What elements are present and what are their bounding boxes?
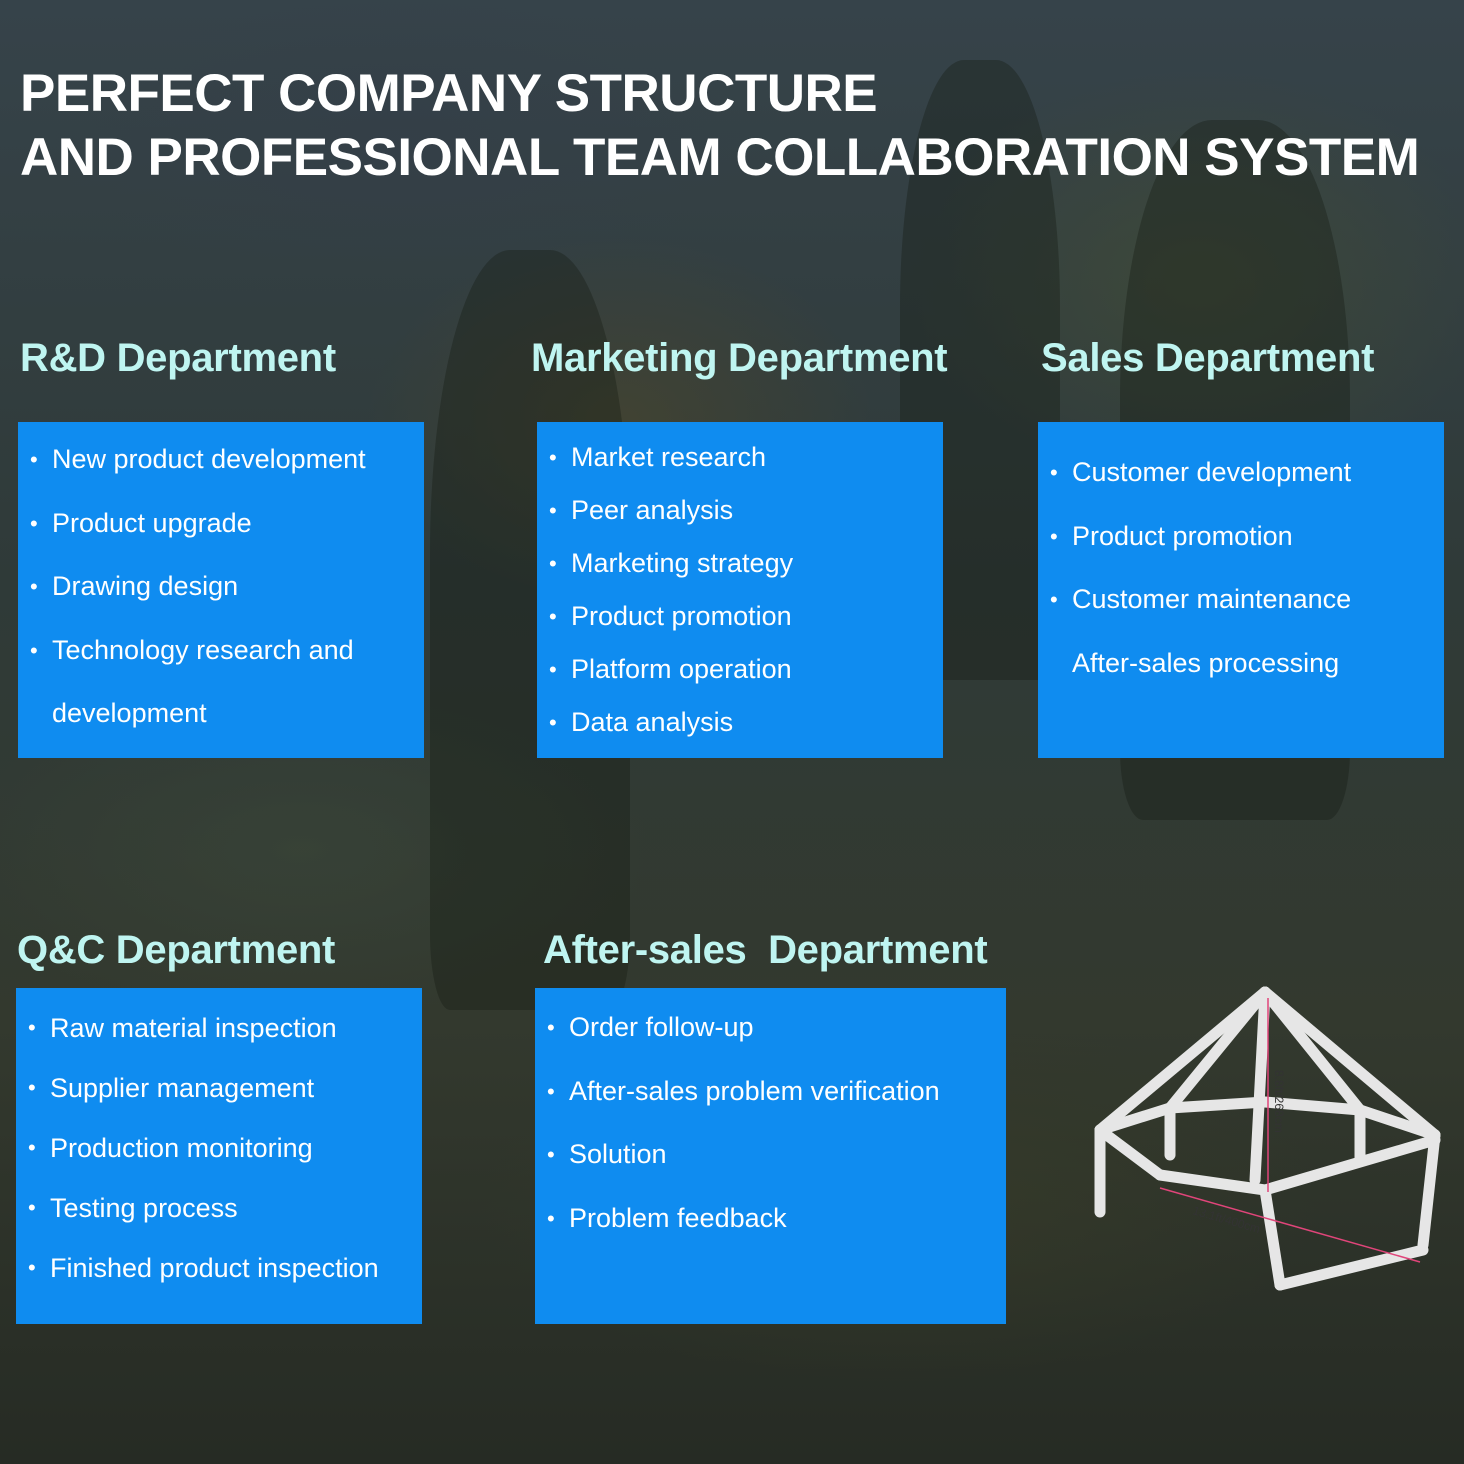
page-title-line-2: AND PROFESSIONAL TEAM COLLABORATION SYST… bbox=[20, 128, 1420, 187]
aftersales-task-list: Order follow-up After-sales problem veri… bbox=[535, 996, 1006, 1250]
list-item: After-sales processing bbox=[1072, 647, 1340, 678]
list-item: Product promotion bbox=[1038, 505, 1444, 569]
rd-department-title: R&D Department bbox=[20, 336, 336, 380]
sales-department-box: Customer development Product promotion C… bbox=[1038, 422, 1444, 758]
list-item: Raw material inspection bbox=[16, 998, 422, 1058]
sales-department-title: Sales Department bbox=[1041, 336, 1375, 380]
list-item: Customer maintenance bbox=[1038, 568, 1444, 632]
marketing-task-list: Market research Peer analysis Marketing … bbox=[537, 431, 943, 749]
list-item: After-sales problem verification bbox=[535, 1060, 1006, 1124]
page-title: PERFECT COMPANY STRUCTURE AND PROFESSION… bbox=[20, 62, 1420, 190]
list-item: Customer development bbox=[1038, 441, 1444, 505]
width-dimension-label: 13.1ft/400cm bbox=[1191, 1203, 1262, 1236]
list-item: Platform operation bbox=[537, 643, 943, 696]
qc-task-list: Raw material inspection Supplier managem… bbox=[16, 998, 422, 1298]
list-item: Drawing design bbox=[18, 555, 424, 619]
tent-frame-image: 8.8ft/268cm 13.1ft/400cm bbox=[1094, 986, 1441, 1291]
list-item: Testing process bbox=[16, 1178, 422, 1238]
list-item: Data analysis bbox=[537, 696, 943, 749]
list-item: Order follow-up bbox=[535, 996, 1006, 1060]
list-item: New product development bbox=[18, 428, 424, 492]
rd-department-box: New product development Product upgrade … bbox=[18, 422, 424, 758]
aftersales-department-title: After-sales Department bbox=[543, 928, 988, 972]
list-item: Product upgrade bbox=[18, 492, 424, 556]
list-item: Supplier management bbox=[16, 1058, 422, 1118]
list-item: Production monitoring bbox=[16, 1118, 422, 1178]
height-dimension-label: 8.8ft/268cm bbox=[1272, 1070, 1286, 1133]
list-item: Finished product inspection bbox=[16, 1238, 422, 1298]
page-title-line-1: PERFECT COMPANY STRUCTURE bbox=[20, 64, 878, 123]
rd-task-list: New product development Product upgrade … bbox=[18, 428, 424, 746]
list-item: Peer analysis bbox=[537, 484, 943, 537]
marketing-department-title: Marketing Department bbox=[531, 336, 948, 380]
list-item: Problem feedback bbox=[535, 1187, 1006, 1251]
list-item: Technology research and bbox=[18, 619, 424, 683]
sales-task-list: Customer development Product promotion C… bbox=[1038, 441, 1444, 695]
qc-department-title: Q&C Department bbox=[17, 928, 336, 972]
aftersales-department-box: Order follow-up After-sales problem veri… bbox=[535, 988, 1006, 1324]
list-item: Solution bbox=[535, 1123, 1006, 1187]
list-item: development bbox=[52, 698, 207, 728]
list-item: Marketing strategy bbox=[537, 537, 943, 590]
list-item: Market research bbox=[537, 431, 943, 484]
marketing-department-box: Market research Peer analysis Marketing … bbox=[537, 422, 943, 758]
list-item: Product promotion bbox=[537, 590, 943, 643]
qc-department-box: Raw material inspection Supplier managem… bbox=[16, 988, 422, 1324]
